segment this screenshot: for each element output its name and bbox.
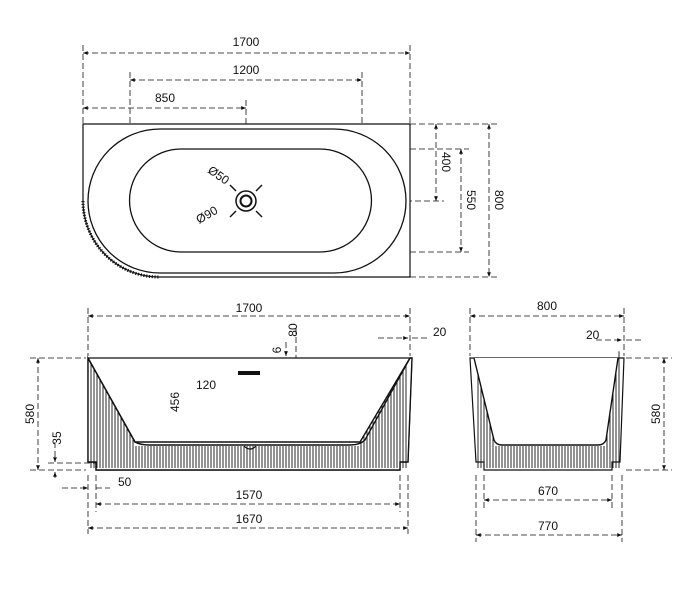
dim-depth: 456 — [168, 392, 182, 412]
side-dim-height: 580 — [649, 404, 663, 424]
dim-drain-from-back: 400 — [439, 152, 453, 172]
dim-basin-length: 1200 — [233, 63, 260, 77]
dim-plinth-inset: 50 — [118, 475, 132, 489]
front-fluting — [90, 363, 407, 468]
top-view: 1700 1200 850 Ø50 Ø90 400 550 800 — [81, 35, 506, 279]
side-dim-base-inner: 670 — [538, 484, 558, 498]
front-tub-body — [87, 355, 413, 471]
dim-top-length: 1700 — [236, 301, 263, 315]
side-dim-top-width: 800 — [537, 299, 557, 313]
dim-base-outer: 1670 — [236, 512, 263, 526]
dim-height: 580 — [23, 404, 37, 424]
dim-base-inner: 1570 — [236, 488, 263, 502]
side-dim-base-outer: 770 — [538, 519, 558, 533]
dim-basin-width: 550 — [464, 190, 478, 210]
overflow-icon — [238, 371, 260, 375]
drain-icon — [229, 184, 263, 218]
side-dim-rim-offset: 20 — [586, 328, 600, 342]
dim-total-length: 1700 — [233, 35, 260, 49]
dim-rim-offset: 20 — [433, 325, 447, 339]
front-view: 1700 20 80 6 120 456 580 35 50 1570 1670 — [23, 301, 447, 534]
dim-total-width: 800 — [492, 190, 506, 210]
dim-overflow-offset: 120 — [196, 378, 216, 392]
side-tub-body — [469, 351, 625, 471]
dim-drain-offset: 850 — [155, 91, 175, 105]
dim-overflow-height: 80 — [286, 323, 300, 337]
side-view-dimension-lines — [469, 308, 672, 542]
dim-plinth-height: 35 — [50, 431, 64, 445]
side-view: 800 20 580 670 770 — [469, 299, 672, 542]
side-fluting — [477, 351, 620, 468]
dim-rim-thickness: 6 — [270, 346, 284, 353]
